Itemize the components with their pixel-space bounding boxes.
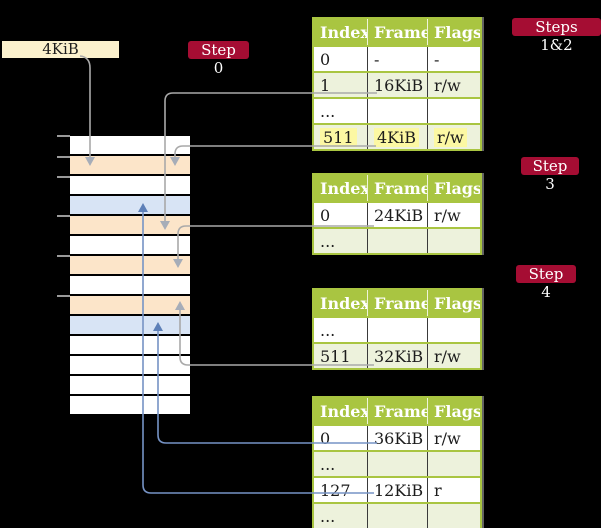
- memory-row: [70, 276, 190, 296]
- memory-row: [70, 256, 190, 276]
- table-cell: ...: [314, 504, 368, 528]
- table-cell: 0: [314, 203, 368, 227]
- table-cell: 511: [314, 125, 368, 149]
- memory-tick: [57, 295, 70, 297]
- table-cell: r/w: [434, 75, 461, 95]
- highlighted-value: 511: [320, 127, 357, 147]
- memory-row: [70, 336, 190, 356]
- table-cell: -: [434, 49, 440, 69]
- table-row: ...: [314, 227, 480, 253]
- table-cell: r/w: [434, 346, 461, 366]
- table-cell: [428, 318, 480, 342]
- frame-size-label: 4KiB: [2, 41, 119, 58]
- table-row: ...: [314, 450, 480, 476]
- memory-row: [70, 396, 190, 416]
- table-cell: [428, 229, 480, 253]
- column-header: Flags: [434, 178, 480, 198]
- memory-row: [70, 236, 190, 256]
- memory-row: [70, 216, 190, 236]
- memory-row: [70, 136, 190, 156]
- table-cell: [368, 99, 428, 123]
- table-cell: r/w: [434, 205, 461, 225]
- table-cell: [428, 452, 480, 476]
- table-cell: 511: [314, 344, 368, 368]
- column-header: Flags: [434, 401, 480, 421]
- table-cell: ...: [314, 318, 368, 342]
- memory-row: [70, 356, 190, 376]
- table-cell: r: [434, 480, 442, 500]
- table-row: 0--: [314, 45, 480, 71]
- step-4-label: Step 4: [516, 265, 576, 301]
- table-cell: ...: [314, 452, 368, 476]
- column-header: Flags: [434, 22, 480, 42]
- table-cell: 36KiB: [368, 426, 428, 450]
- table-cell: -: [368, 47, 428, 71]
- column-header: Frame: [368, 175, 428, 201]
- memory-row: [70, 196, 190, 216]
- table-cell: 12KiB: [368, 478, 428, 502]
- highlighted-value: 4KiB: [374, 127, 420, 147]
- column-header: Index: [314, 175, 368, 201]
- memory-tick: [57, 255, 70, 257]
- column-header: Frame: [368, 290, 428, 316]
- column-header: Flags: [434, 293, 480, 313]
- memory-tick: [57, 135, 70, 137]
- step-0-label: Step 0: [188, 41, 249, 77]
- memory-tick: [57, 156, 70, 158]
- memory-tick: [57, 215, 70, 217]
- step-3-label: Step 3: [521, 157, 579, 193]
- memory-row: [70, 316, 190, 336]
- table-cell: ...: [314, 229, 368, 253]
- table-cell: 0: [314, 47, 368, 71]
- steps-1-2-label: Steps 1&2: [512, 18, 601, 54]
- table-cell: 1: [314, 73, 368, 97]
- table-cell: 4KiB: [368, 125, 428, 149]
- table-cell: [428, 99, 480, 123]
- column-header: Frame: [368, 19, 428, 45]
- memory-row: [70, 296, 190, 316]
- memory-column: [70, 136, 190, 416]
- memory-tick: [57, 176, 70, 178]
- table-cell: 127: [314, 478, 368, 502]
- column-header: Index: [314, 19, 368, 45]
- table-cell: r/w: [434, 428, 461, 448]
- table-cell: 0: [314, 426, 368, 450]
- table-cell: r/w: [428, 125, 480, 149]
- column-header: Frame: [368, 398, 428, 424]
- memory-row: [70, 376, 190, 396]
- table-cell: [368, 229, 428, 253]
- table-cell: 16KiB: [368, 73, 428, 97]
- table-cell: 24KiB: [368, 203, 428, 227]
- column-header: Index: [314, 398, 368, 424]
- table-cell: 32KiB: [368, 344, 428, 368]
- highlighted-value: r/w: [434, 127, 467, 147]
- table-cell: [368, 318, 428, 342]
- table-cell: [368, 504, 428, 528]
- table-row: 511 4KiB r/w: [314, 123, 480, 149]
- table-cell: [428, 504, 480, 528]
- table-cell: ...: [314, 99, 368, 123]
- table-row: ...: [314, 97, 480, 123]
- memory-row: [70, 156, 190, 176]
- column-header: Index: [314, 290, 368, 316]
- table-cell: [368, 452, 428, 476]
- memory-row: [70, 176, 190, 196]
- table-row: ...: [314, 502, 480, 528]
- table-row: ...: [314, 316, 480, 342]
